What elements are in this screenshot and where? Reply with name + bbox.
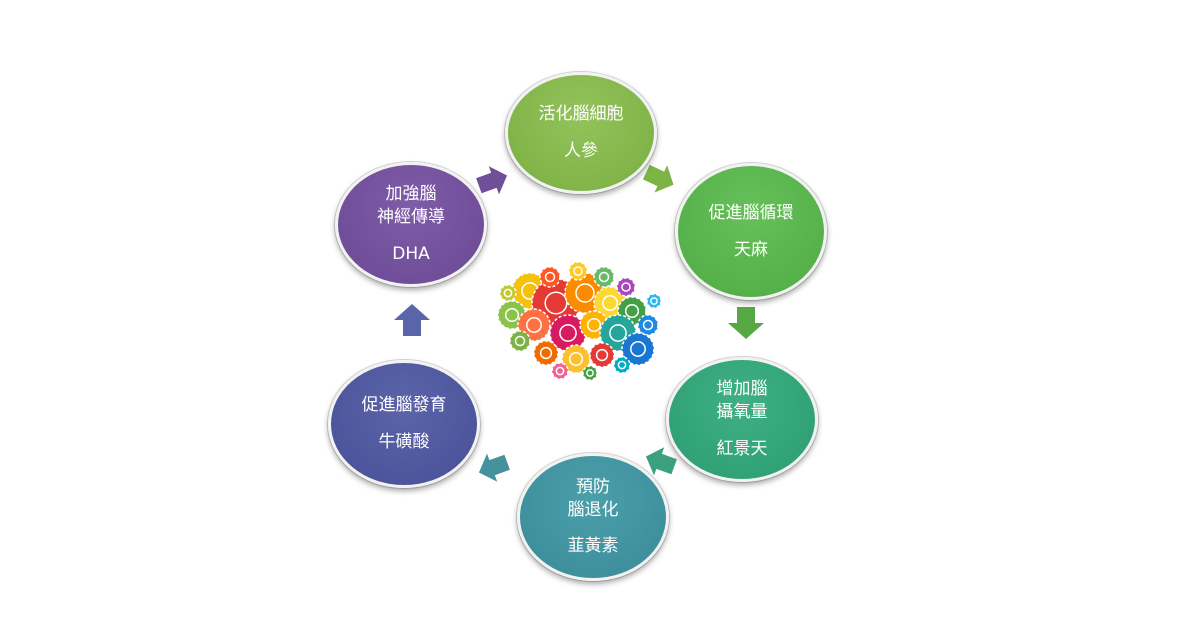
node-ingredient: DHA (392, 243, 430, 264)
node-prevent-degeneration: 預防 腦退化 韮黃素 (517, 453, 669, 581)
gear-hub (514, 335, 526, 347)
node-promote-development: 促進腦發育 牛磺酸 (328, 360, 480, 488)
gear-hub (595, 348, 609, 362)
gear-shape (646, 293, 662, 309)
gear-hub (630, 341, 646, 357)
gear-shape (551, 362, 569, 380)
node-ingredient: 牛磺酸 (378, 432, 430, 452)
node-title: 促進腦循環 (708, 202, 794, 223)
node-activate-brain-cells: 活化腦細胞 人參 (505, 72, 657, 194)
node-promote-circulation: 促進腦循環 天麻 (675, 163, 827, 300)
gear-shape (561, 344, 591, 374)
arrow-circulation-to-oxygen (728, 307, 764, 339)
gear-shape (539, 266, 561, 288)
gear-hub (526, 317, 542, 333)
gear-hub (624, 303, 640, 319)
node-title: 活化腦細胞 (538, 104, 624, 125)
arrow-develop-to-nerve (394, 304, 430, 336)
node-title-line2: 腦退化 (567, 499, 619, 520)
gear-shape (582, 365, 598, 381)
gear-hub (621, 282, 631, 292)
node-ingredient: 天麻 (734, 239, 768, 260)
gear-shape (509, 330, 531, 352)
gear-hub (617, 360, 627, 370)
gear-shape (613, 356, 631, 374)
node-title-line1: 預防 (576, 476, 610, 497)
gear-hub (642, 319, 654, 331)
gear-shape (593, 266, 615, 288)
gear-hub (568, 351, 584, 367)
gear-hub (602, 295, 618, 311)
gear-hub (609, 324, 627, 342)
gear-hub (650, 297, 658, 305)
gear-shape (499, 284, 517, 302)
gear-hub (573, 266, 583, 276)
gear-shape (568, 261, 588, 281)
gear-hub (559, 324, 577, 342)
gear-shape (533, 340, 559, 366)
gear-shape (621, 332, 655, 366)
gear-shape (637, 314, 659, 336)
node-title-line2: 攝氧量 (716, 402, 768, 423)
arrow-activate-to-circulation (642, 164, 674, 193)
gear-hub (503, 288, 513, 298)
node-ingredient: 韮黃素 (567, 536, 619, 557)
arrow-nerve-to-activate (476, 166, 508, 195)
gear-shape (616, 277, 636, 297)
node-oxygen-intake: 增加腦 攝氧量 紅景天 (666, 357, 818, 482)
gear-shape (589, 342, 615, 368)
node-title: 促進腦發育 (361, 395, 447, 416)
node-title-line2: 神經傳導 (377, 207, 445, 228)
gear-brain-illustration (497, 261, 662, 381)
node-ingredient: 人參 (564, 141, 598, 161)
gear-hub (598, 271, 610, 283)
gear-hub (544, 291, 568, 315)
node-ingredient: 紅景天 (716, 438, 768, 459)
node-nerve-conduction: 加強腦 神經傳導 DHA (335, 162, 487, 287)
gear-hub (586, 317, 602, 333)
node-title-line1: 加強腦 (385, 184, 437, 205)
gear-hub (539, 346, 553, 360)
gear-hub (575, 283, 595, 303)
arrow-prevent-to-develop (478, 453, 510, 482)
gear-hub (544, 271, 556, 283)
gear-hub (555, 366, 565, 376)
node-title-line1: 增加腦 (716, 379, 768, 400)
gear-hub (586, 369, 594, 377)
gear-hub (504, 307, 520, 323)
arrow-oxygen-to-prevent (645, 447, 677, 476)
